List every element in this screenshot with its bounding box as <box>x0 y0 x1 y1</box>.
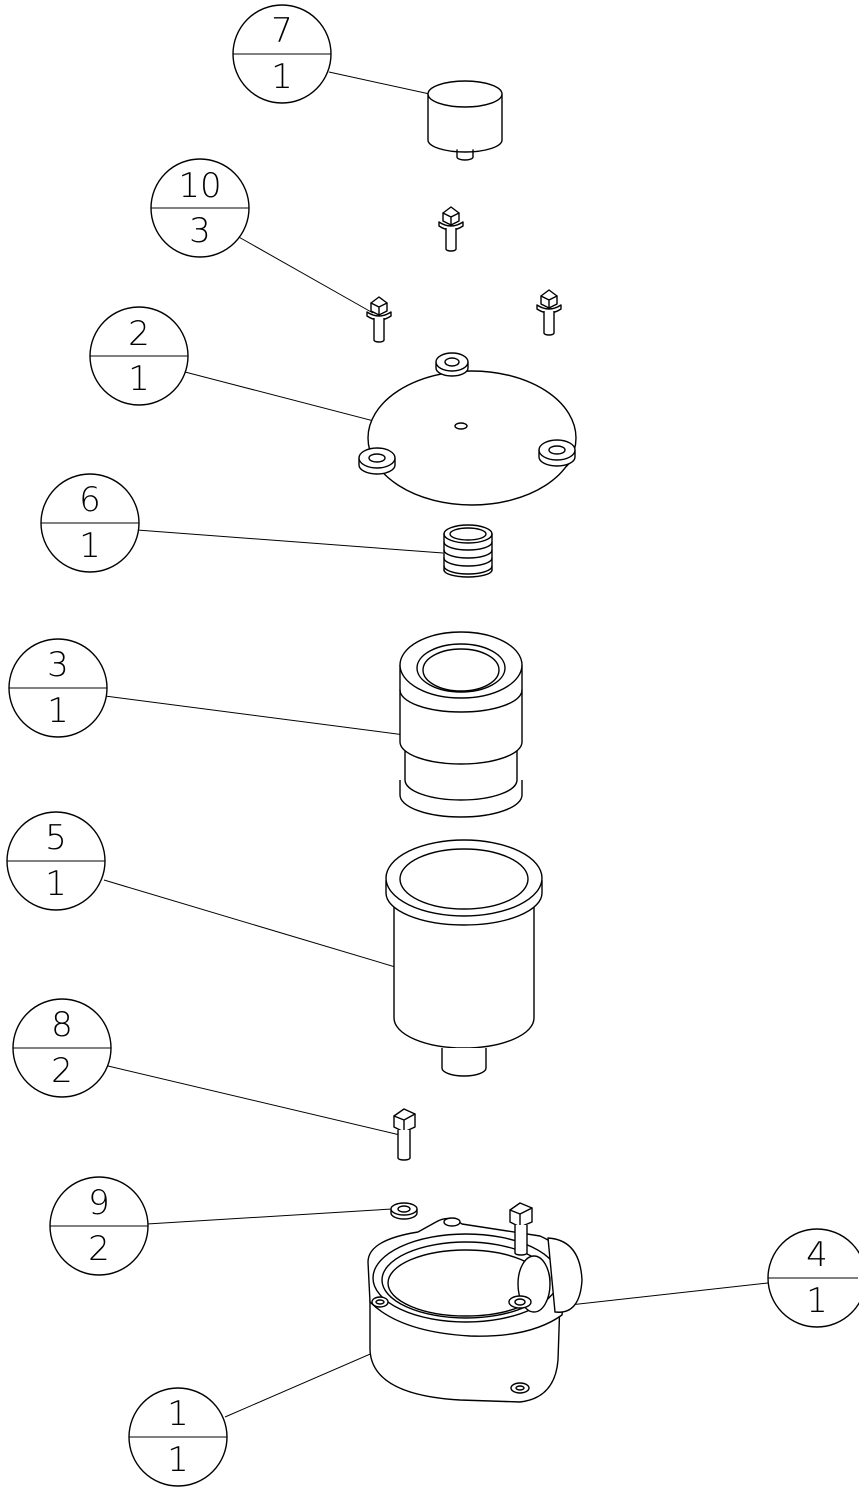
balloon-4: 4 1 <box>767 1228 859 1328</box>
part-3-filter-element <box>399 631 523 818</box>
part-7-cap <box>427 80 503 161</box>
balloon-3-qty: 1 <box>47 691 69 731</box>
balloon-7-item: 7 <box>271 11 293 51</box>
balloon-8-item: 8 <box>51 1005 73 1045</box>
cover-lug-right <box>538 439 576 467</box>
balloon-5-item: 5 <box>45 818 67 858</box>
balloon-1-qty: 1 <box>167 1440 189 1480</box>
leader-lines <box>103 71 769 1418</box>
balloon-2: 2 1 <box>89 306 189 406</box>
balloon-4-qty: 1 <box>806 1281 828 1321</box>
balloon-10-item: 10 <box>178 166 221 206</box>
part-1-base <box>367 1202 583 1403</box>
balloon-5-qty: 1 <box>45 864 67 904</box>
balloon-1-item: 1 <box>167 1394 189 1434</box>
part-6-spring <box>443 524 493 578</box>
balloon-6: 6 1 <box>40 473 140 573</box>
balloon-7-qty: 1 <box>271 57 293 97</box>
balloon-7: 7 1 <box>232 4 332 104</box>
balloon-3-item: 3 <box>47 645 69 685</box>
bolt-10-top <box>438 206 464 252</box>
balloon-6-item: 6 <box>79 480 101 520</box>
balloon-9-item: 9 <box>88 1183 110 1223</box>
balloon-2-item: 2 <box>128 314 150 354</box>
balloon-3: 3 1 <box>8 638 108 738</box>
cover-lug-left <box>358 447 396 475</box>
balloon-9: 9 2 <box>49 1176 149 1276</box>
balloon-8-qty: 2 <box>51 1051 73 1091</box>
part-10-bolts <box>366 206 562 343</box>
balloon-6-qty: 1 <box>79 526 101 566</box>
balloon-9-qty: 2 <box>88 1229 110 1269</box>
balloon-1: 1 1 <box>128 1387 228 1487</box>
balloon-8: 8 2 <box>12 998 112 1098</box>
part-8-bolt <box>393 1108 416 1161</box>
balloon-10-qty: 3 <box>189 211 211 251</box>
balloon-5: 5 1 <box>6 811 106 911</box>
balloon-4-item: 4 <box>806 1235 828 1275</box>
part-2-cover <box>358 352 577 506</box>
bolt-10-right <box>536 289 562 336</box>
balloon-10: 10 3 <box>150 158 250 258</box>
cover-lug-top <box>435 352 469 377</box>
bolt-10-left <box>366 296 392 343</box>
balloon-2-qty: 1 <box>128 359 150 399</box>
part-9-washer <box>390 1202 418 1220</box>
part-5-bowl <box>385 839 543 1077</box>
